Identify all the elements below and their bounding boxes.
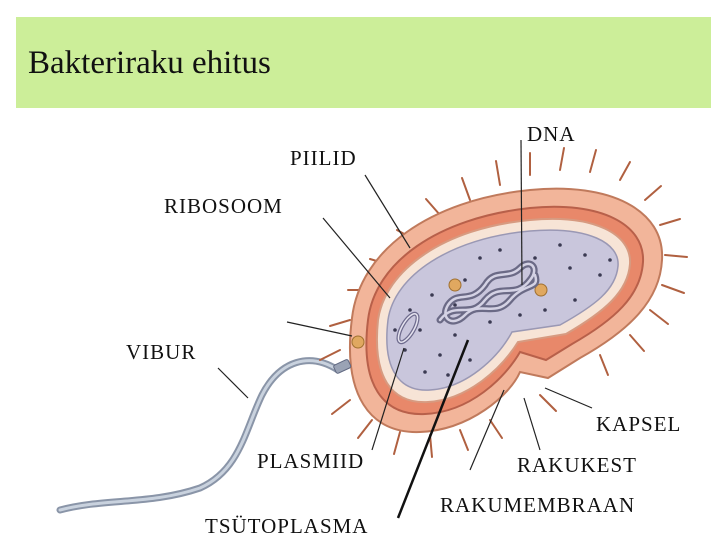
ribosomes	[393, 243, 612, 377]
title-bar: Bakteriraku ehitus	[16, 17, 711, 108]
label-ribosoom: RIBOSOOM	[164, 194, 283, 218]
label-rakumembraan: RAKUMEMBRAAN	[440, 493, 635, 517]
leader-lines	[217, 139, 593, 471]
label-plasmiid: PLASMIID	[257, 449, 364, 473]
label-rakukest: RAKUKEST	[517, 453, 637, 477]
pili	[319, 147, 688, 458]
label-kapsel: KAPSEL	[596, 412, 681, 436]
nucleoid-dna	[436, 260, 540, 325]
label-dna: DNA	[527, 122, 576, 146]
label-vibur: VIBUR	[126, 340, 196, 364]
label-tsutoplasma: TSÜTOPLASMA	[205, 514, 368, 538]
label-piilid: PIILID	[290, 146, 357, 170]
slide-title: Bakteriraku ehitus	[28, 45, 271, 81]
